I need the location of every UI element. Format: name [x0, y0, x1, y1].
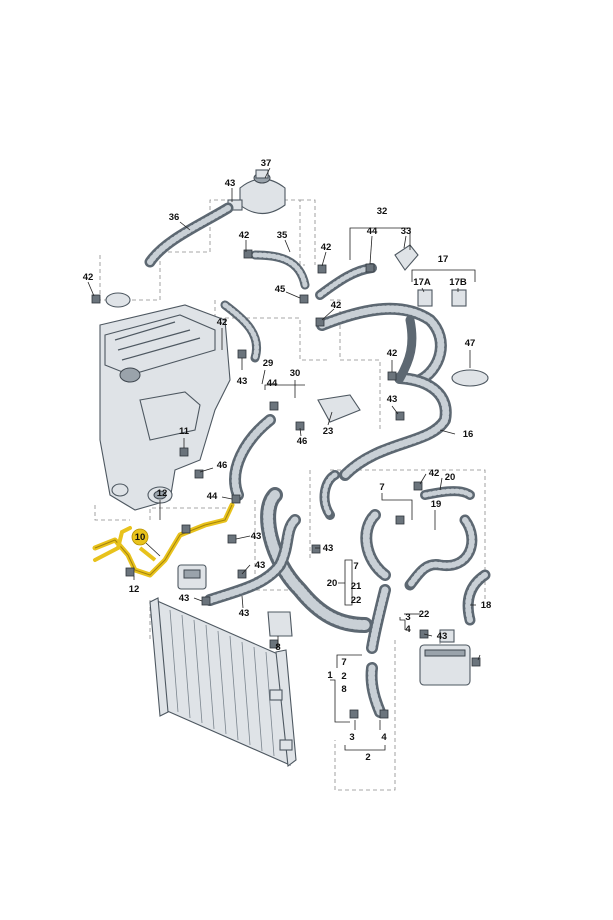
- label-8: 8: [341, 684, 346, 695]
- label-42: 42: [387, 348, 398, 359]
- label-8: 8: [275, 642, 280, 653]
- engine-block: [99, 292, 231, 511]
- label-7: 7: [353, 561, 358, 572]
- label-33: 33: [401, 226, 412, 237]
- label-42: 42: [239, 230, 250, 241]
- label-44: 44: [207, 491, 218, 502]
- label-4: 4: [405, 624, 411, 635]
- label-37: 37: [261, 158, 272, 169]
- label-21: 21: [351, 581, 362, 592]
- label-30: 30: [290, 368, 301, 379]
- label-17b: 17B: [449, 277, 467, 288]
- label-19: 19: [431, 499, 442, 510]
- label-11: 11: [179, 426, 190, 437]
- radiator: [149, 597, 297, 768]
- part-labels: 37 43 36 32 42 35 42 44 33 17 42 45 42 1…: [83, 158, 492, 763]
- oil-cooler: [419, 629, 471, 686]
- label-43: 43: [179, 593, 190, 604]
- label-12: 12: [129, 584, 140, 595]
- label-35: 35: [277, 230, 288, 241]
- label-46: 46: [217, 460, 228, 471]
- label-43: 43: [251, 531, 262, 542]
- label-42: 42: [429, 468, 440, 479]
- label-46: 46: [297, 436, 308, 447]
- label-43: 43: [255, 560, 266, 571]
- label-3: 3: [405, 612, 410, 623]
- label-3: 3: [349, 732, 354, 743]
- label-36: 36: [169, 212, 180, 223]
- label-29: 29: [263, 358, 274, 369]
- label-20: 20: [327, 578, 338, 589]
- label-17: 17: [438, 254, 449, 265]
- label-42: 42: [83, 272, 94, 283]
- label-43: 43: [237, 376, 248, 387]
- hoses: [144, 202, 491, 718]
- label-22: 22: [351, 595, 362, 606]
- label-17a: 17A: [413, 277, 431, 288]
- label-18: 18: [481, 600, 492, 611]
- label-43: 43: [437, 631, 448, 642]
- leader-lines: [87, 167, 481, 751]
- label-32: 32: [377, 206, 388, 217]
- label-42: 42: [321, 242, 332, 253]
- label-22: 22: [419, 609, 430, 620]
- label-2: 2: [365, 752, 370, 763]
- label-43: 43: [239, 608, 250, 619]
- expansion-tank: [227, 169, 286, 215]
- label-16: 16: [463, 429, 474, 440]
- reference-lines: [94, 199, 486, 791]
- label-42: 42: [331, 300, 342, 311]
- label-43: 43: [387, 394, 398, 405]
- label-10: 10: [135, 532, 146, 543]
- label-47: 47: [465, 338, 476, 349]
- label-44: 44: [267, 378, 278, 389]
- small-parts: [177, 244, 489, 637]
- label-2: 2: [341, 671, 346, 682]
- label-20: 20: [445, 472, 456, 483]
- label-43: 43: [323, 543, 334, 554]
- label-7: 7: [379, 482, 384, 493]
- label-45: 45: [275, 284, 286, 295]
- label-23: 23: [323, 426, 334, 437]
- label-4: 4: [381, 732, 387, 743]
- clamps: [91, 249, 481, 719]
- label-44: 44: [367, 226, 378, 237]
- coolant-pipe-10-highlighted: [92, 502, 235, 578]
- label-42: 42: [217, 317, 228, 328]
- label-12: 12: [157, 488, 168, 499]
- label-7: 7: [341, 657, 346, 668]
- highlight-marker-10: 10: [131, 528, 149, 546]
- label-1: 1: [327, 670, 333, 681]
- label-43: 43: [225, 178, 236, 189]
